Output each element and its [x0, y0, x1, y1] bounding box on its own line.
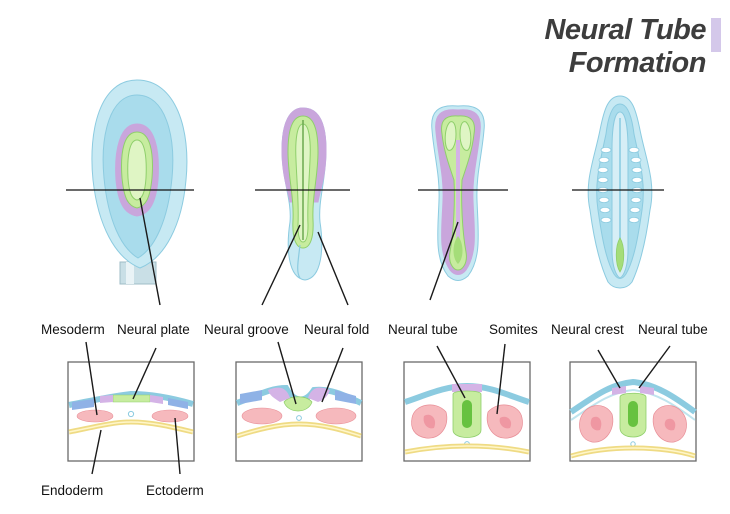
label-neural-tube-2: Neural tube	[638, 322, 708, 337]
label-neural-tube-1: Neural tube	[388, 322, 458, 337]
label-neural-crest: Neural crest	[551, 322, 624, 337]
cross-section-2	[235, 361, 363, 462]
pointer-lines	[85, 197, 671, 475]
somite-rows	[597, 146, 643, 223]
label-neural-plate: Neural plate	[117, 322, 190, 337]
label-neural-groove: Neural groove	[204, 322, 289, 337]
cross-section-1	[67, 361, 195, 462]
label-endoderm: Endoderm	[41, 483, 103, 498]
embryo-stage-1	[91, 79, 188, 285]
label-neural-fold: Neural fold	[304, 322, 369, 337]
label-mesoderm: Mesoderm	[41, 322, 105, 337]
title-accent-bar	[711, 18, 721, 52]
embryo-stage-4	[587, 95, 653, 289]
diagram-title: Neural Tube Formation	[544, 14, 706, 79]
embryo-stage-2	[281, 107, 327, 281]
label-ectoderm: Ectoderm	[146, 483, 204, 498]
label-somites: Somites	[489, 322, 538, 337]
embryo-stage-3	[431, 105, 485, 281]
cross-section-3	[403, 361, 531, 462]
cross-section-4	[569, 361, 697, 462]
labels: Mesoderm Neural plate Neural groove Neur…	[41, 322, 708, 498]
